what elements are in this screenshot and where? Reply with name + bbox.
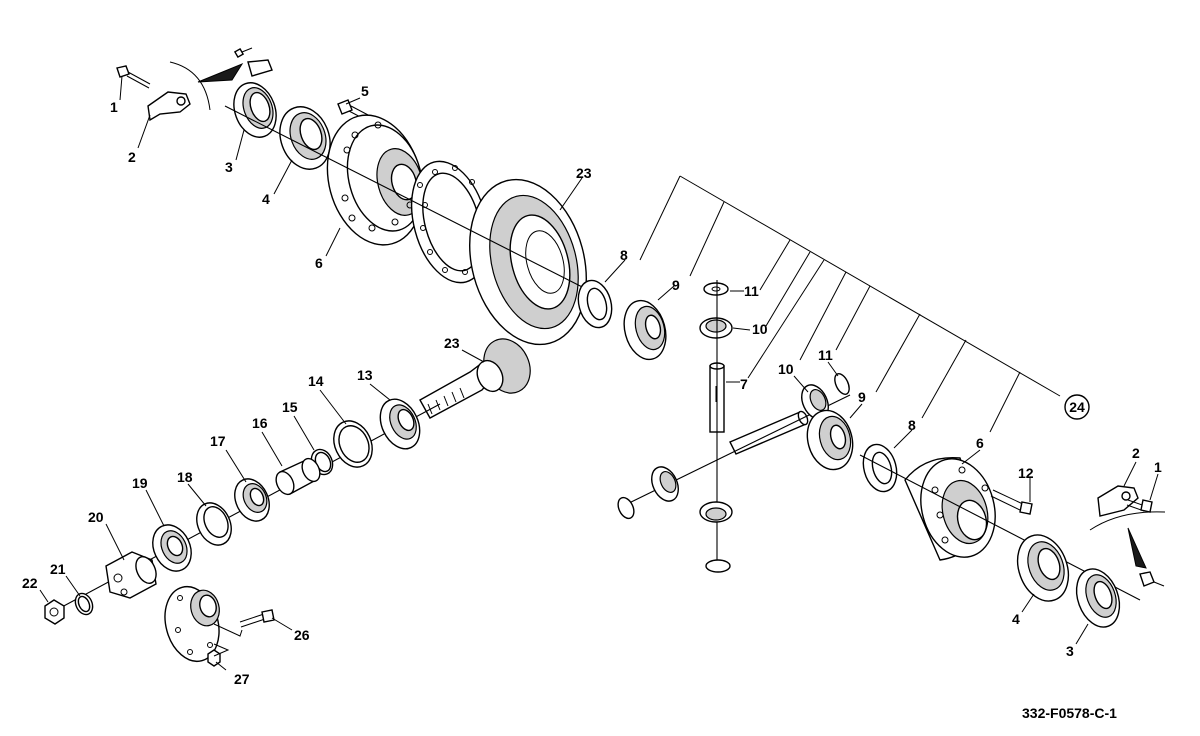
callout-9-lower: 9 <box>858 389 866 405</box>
pinion-washer-11-top <box>703 282 729 296</box>
detail-bolt-lock-tab-left <box>169 47 273 111</box>
callout-8-upper: 8 <box>620 247 628 263</box>
callout-8-lower: 8 <box>908 417 916 433</box>
axis-upper <box>224 105 601 297</box>
callout-7: 7 <box>740 376 748 392</box>
bolt-part-12 <box>990 489 1033 515</box>
adjuster-ring-part-3-right <box>1075 568 1121 628</box>
callout-1-right: 1 <box>1154 459 1162 475</box>
callout-4: 4 <box>262 191 270 207</box>
nut-part-27 <box>207 649 221 667</box>
adjuster-ring-part-3-left <box>233 82 277 138</box>
bearing-part-4-left <box>279 106 331 170</box>
shim-part-14 <box>333 420 373 468</box>
pinion-washer-left <box>617 496 635 520</box>
callout-15: 15 <box>282 399 298 415</box>
callout-4-right: 4 <box>1012 611 1020 627</box>
callout-23-ring: 23 <box>576 165 592 181</box>
callout-9-upper: 9 <box>672 277 680 293</box>
callout-6-right: 6 <box>976 435 984 451</box>
callout-26: 26 <box>294 627 310 643</box>
callout-22: 22 <box>22 575 38 591</box>
side-gear-part-9-lower <box>806 409 854 471</box>
callout-labels: 1 2 3 4 5 6 23 8 9 11 10 7 10 11 9 8 6 1… <box>22 83 1162 687</box>
seal-part-19 <box>152 524 192 572</box>
callout-23-pinion: 23 <box>444 335 460 351</box>
kit-bracket-24 <box>639 175 1061 433</box>
yoke-part-20 <box>105 551 157 599</box>
callout-20: 20 <box>88 509 104 525</box>
bolt-part-1-right <box>1126 499 1153 513</box>
callout-1: 1 <box>110 99 118 115</box>
callout-24-circle: 24 <box>1064 394 1090 420</box>
side-gear-part-9-upper <box>623 299 667 361</box>
pinion-gear-10-top <box>699 317 733 339</box>
callout-3-right: 3 <box>1066 643 1074 659</box>
callout-24: 24 <box>1069 399 1085 415</box>
washer-part-21 <box>74 592 94 616</box>
lock-plate-part-2-right <box>1097 485 1139 517</box>
bearing-cup-part-18 <box>196 502 232 546</box>
drive-pinion-part-23 <box>419 338 531 419</box>
bearing-part-17 <box>234 478 270 522</box>
detail-bolt-lock-tab-right <box>1089 511 1166 587</box>
nut-part-22 <box>44 599 65 625</box>
callout-27: 27 <box>234 671 250 687</box>
pinion-washer-bottom <box>705 559 731 573</box>
thrust-washer-part-8-lower <box>862 443 898 493</box>
bearing-part-4-right <box>1016 534 1070 602</box>
pinion-washer-11-right <box>834 373 850 395</box>
flange-housing <box>164 585 220 663</box>
figure-reference-code: 332-F0578-C-1 <box>1022 705 1117 721</box>
lock-plate-part-2-left <box>147 91 191 122</box>
callout-12: 12 <box>1018 465 1034 481</box>
leader-lines <box>39 75 1159 671</box>
thrust-washer-part-8-upper <box>577 279 613 329</box>
callout-18: 18 <box>177 469 193 485</box>
callout-2-right: 2 <box>1132 445 1140 461</box>
pinion-gear-bottom <box>699 501 733 523</box>
lock-tab-small <box>247 59 273 77</box>
callout-11-right: 11 <box>818 347 833 363</box>
collapsible-spacer-part-16 <box>275 457 321 496</box>
callout-6: 6 <box>315 255 323 271</box>
callout-5: 5 <box>361 83 369 99</box>
lock-tab-small-right <box>1139 571 1155 587</box>
callout-21: 21 <box>50 561 66 577</box>
bolt-part-26 <box>239 609 275 628</box>
callout-10-right: 10 <box>778 361 794 377</box>
callout-16: 16 <box>252 415 268 431</box>
callout-13: 13 <box>357 367 373 383</box>
pinion-gear-left <box>651 466 679 502</box>
case-half-part-6-left <box>326 114 424 246</box>
bearing-part-13 <box>379 398 421 450</box>
callout-14: 14 <box>308 373 324 389</box>
callout-11-top: 11 <box>744 283 759 299</box>
case-half-part-6-right <box>904 456 996 561</box>
callout-17: 17 <box>210 433 226 449</box>
callout-19: 19 <box>132 475 148 491</box>
callout-2: 2 <box>128 149 136 165</box>
callout-10-top: 10 <box>752 321 768 337</box>
bolt-part-1-left <box>116 65 151 89</box>
bolt-small-top <box>233 47 253 59</box>
callout-3: 3 <box>225 159 233 175</box>
